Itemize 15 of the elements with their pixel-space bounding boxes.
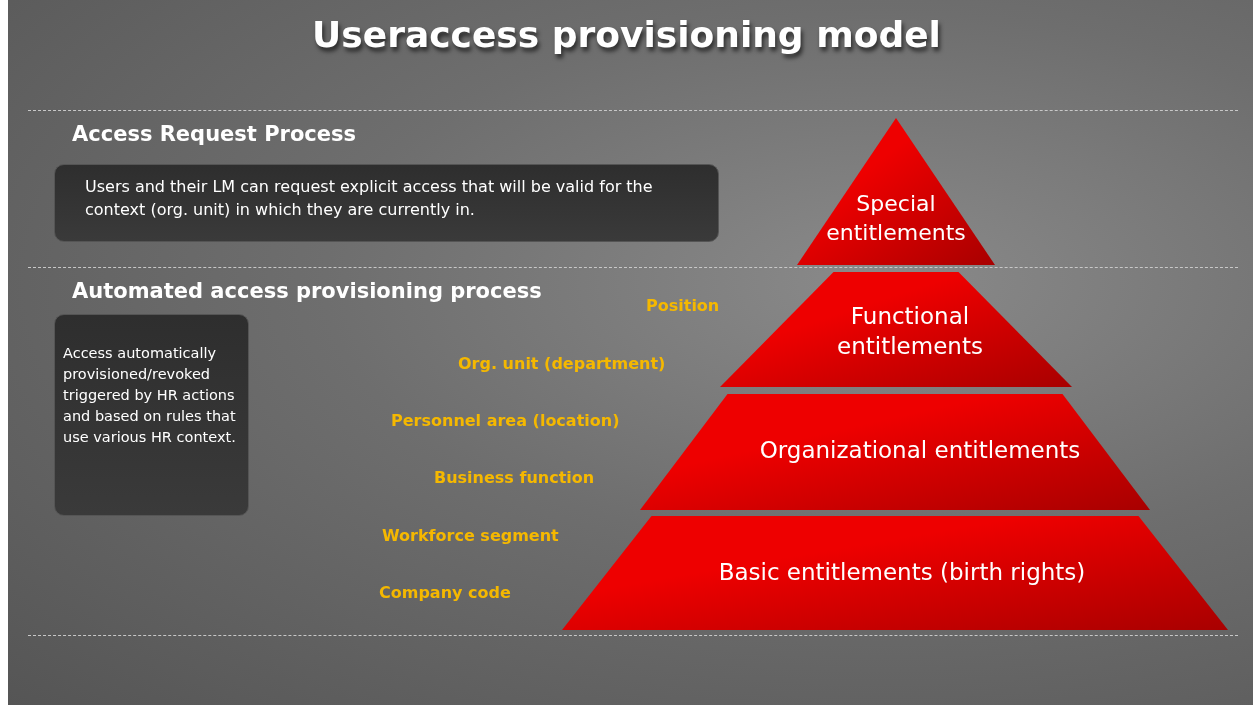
context-label: Company code	[379, 583, 511, 602]
section-heading: Access Request Process	[72, 122, 357, 146]
section-heading: Automated access provisioning process	[72, 279, 542, 303]
context-label: Personnel area (location)	[391, 411, 620, 430]
tier-label: Basic entitlements (birth rights)	[717, 558, 1087, 587]
context-label: Org. unit (department)	[458, 354, 666, 373]
context-label: Position	[646, 296, 720, 315]
context-label: Business function	[434, 468, 595, 487]
tier-label: Special entitlements	[825, 190, 967, 247]
description-panel: Users and their LM can request explicit access that will be valid for the context (org. unit) in which they are currently in.	[54, 164, 719, 242]
title: Useraccess provisioning model	[311, 14, 942, 55]
tier-label: Organizational entitlements	[758, 436, 1082, 465]
context-label: Workforce segment	[382, 526, 559, 545]
description-panel: Access automatically provisioned/revoked triggered by HR actions and based on rules that use various HR context.	[54, 314, 249, 516]
tier-label: Functional entitlements	[836, 302, 984, 361]
